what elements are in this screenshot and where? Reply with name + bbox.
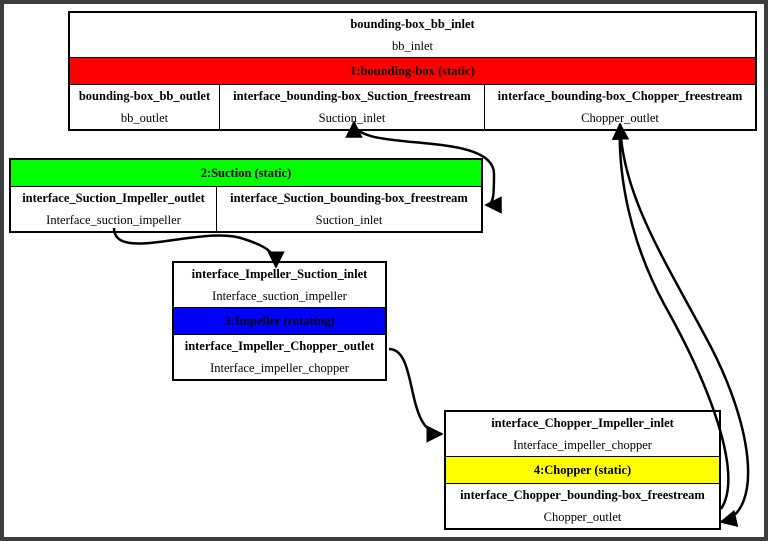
edge-suction-inlet [345,120,502,214]
node-title: 3:Impeller (rotating) [174,308,385,334]
bounding-box-top-port: bounding-box_bb_inlet bb_inlet [70,13,755,57]
node-title: 1:bounding-box (static) [70,58,755,84]
port-value: bb_inlet [392,39,433,53]
node-bounding-box: bounding-box_bb_inlet bb_inlet 1:boundin… [68,11,757,131]
port-value: Interface_impeller_chopper [210,361,349,375]
port-value: Chopper_outlet [543,510,622,524]
edge-chopper-outlet-inner [618,123,730,510]
port-value: bb_outlet [120,111,169,125]
port-name: interface_bounding-box_Chopper_freestrea… [497,89,743,103]
diagram-canvas: bounding-box_bb_inlet bb_inlet 1:boundin… [4,4,764,537]
port-name: interface_bounding-box_Suction_freestrea… [233,89,471,103]
port-name: interface_Suction_Impeller_outlet [22,191,205,205]
edge-layer [112,120,750,527]
edge-suction-impeller [112,227,285,269]
edge-chopper-outlet-outer [611,122,750,527]
bounding-box-ports: bounding-box_bb_outlet bb_outlet interfa… [70,84,755,129]
node-impeller: interface_Impeller_Suction_inlet Interfa… [172,261,387,381]
edge-impeller-chopper [388,347,444,443]
port-name: interface_Impeller_Suction_inlet [191,267,368,281]
port-name: bounding-box_bb_inlet [350,17,475,31]
port-value: Chopper_outlet [581,111,659,125]
port-name: interface_Impeller_Chopper_outlet [184,339,375,353]
port-value: Suction_inlet [315,213,383,227]
port-value: Interface_suction_impeller [46,213,181,227]
port-name: bounding-box_bb_outlet [78,89,211,103]
port-value: Interface_suction_impeller [212,289,347,303]
